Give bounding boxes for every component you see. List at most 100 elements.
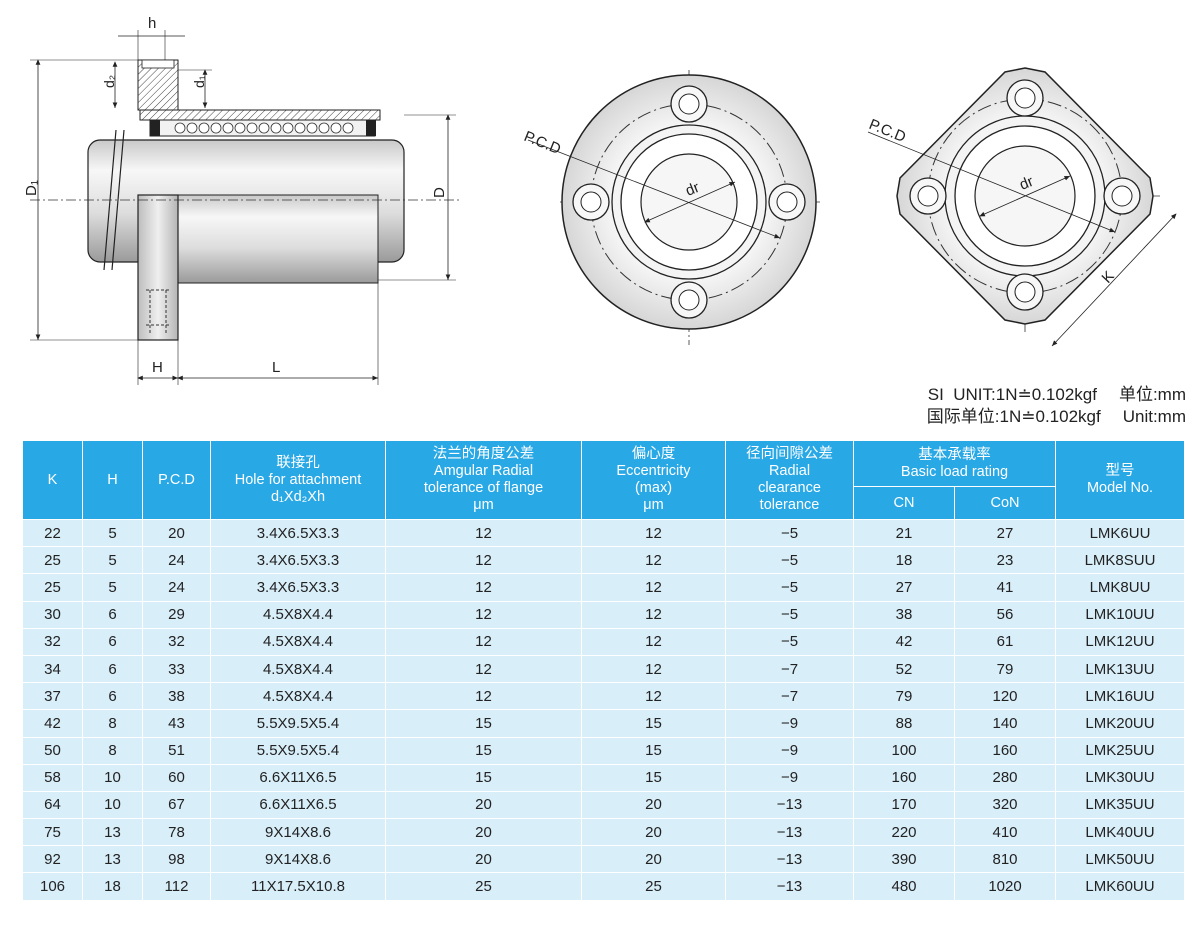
table-cell: LMK40UU — [1055, 818, 1186, 847]
table-cell: 50 — [22, 736, 83, 765]
table-cell: 21 — [853, 518, 955, 548]
table-cell: 6 — [82, 627, 143, 656]
table-cell: 15 — [385, 736, 582, 765]
table-cell: −7 — [725, 654, 854, 684]
label-D1: D₁ — [23, 180, 40, 196]
header-rad-en3: tolerance — [759, 497, 820, 513]
square-flange-view: P.C.D dr K — [867, 67, 1177, 347]
table-cell: 30 — [22, 600, 83, 629]
header-ang-unit: μm — [473, 497, 494, 513]
table-cell: −5 — [725, 518, 854, 548]
units-si: SI UNIT:1N≐0.102kgf — [927, 385, 1097, 404]
table-cell: 25 — [22, 573, 83, 602]
table-cell: −13 — [725, 845, 854, 874]
table-cell: 15 — [385, 763, 582, 792]
side-view: h d₂ d₁ D₁ D H L — [23, 15, 460, 385]
table-cell: 18 — [853, 546, 955, 575]
table-cell: 9X14X8.6 — [210, 818, 386, 847]
units-en: Unit:mm — [1122, 407, 1186, 426]
label-square-pcd: P.C.D — [867, 116, 909, 146]
table-cell: 8 — [82, 709, 143, 738]
table-cell: 15 — [581, 763, 726, 792]
table-cell: −13 — [725, 872, 854, 901]
header-load-en: Basic load rating — [900, 463, 1009, 480]
label-d2: d₂ — [101, 75, 117, 88]
table-cell: 12 — [581, 627, 726, 656]
table-cell: 38 — [142, 682, 211, 711]
table-cell: −9 — [725, 763, 854, 792]
table-cell: 23 — [953, 546, 1057, 575]
label-round-pcd: P.C.D — [522, 128, 564, 158]
table-cell: 58 — [22, 763, 83, 792]
table-cell: 106 — [22, 872, 83, 901]
spec-table-wrapper: K H P.C.D 联接孔 Hole for attachment d₁Xd₂X… — [22, 440, 1186, 901]
technical-drawings: h d₂ d₁ D₁ D H L P.C.D dr — [23, 15, 1177, 385]
table-cell: LMK12UU — [1055, 627, 1186, 656]
table-cell: 34 — [22, 654, 83, 684]
table-cell: LMK50UU — [1055, 845, 1186, 874]
table-cell: 5 — [82, 546, 143, 575]
table-cell: 61 — [953, 627, 1057, 656]
table-cell: 67 — [142, 790, 211, 820]
table-cell: 390 — [853, 845, 955, 874]
header-load: 基本承载率 Basic load rating — [852, 440, 1057, 487]
header-hole-cn: 联接孔 — [276, 454, 320, 471]
header-h: H — [82, 440, 143, 520]
table-cell: LMK25UU — [1055, 736, 1186, 765]
table-cell: −5 — [725, 600, 854, 629]
table-cell: 98 — [142, 845, 211, 874]
table-cell: 11X17.5X10.8 — [210, 872, 386, 901]
label-square-dr: dr — [1017, 173, 1036, 194]
table-cell: 42 — [22, 709, 83, 738]
table-cell: 3.4X6.5X3.3 — [210, 546, 386, 575]
table-cell: 100 — [853, 736, 955, 765]
table-cell: 5 — [82, 573, 143, 602]
label-H: H — [152, 359, 163, 376]
table-cell: 10 — [82, 763, 143, 792]
header-radial: 径向间隙公差 Radial clearance tolerance — [725, 440, 854, 520]
table-cell: 42 — [853, 627, 955, 656]
table-cell: LMK6UU — [1055, 518, 1186, 548]
label-square-K: K — [1098, 268, 1117, 287]
table-cell: 20 — [142, 518, 211, 548]
table-cell: LMK8SUU — [1055, 546, 1186, 575]
table-cell: 43 — [142, 709, 211, 738]
table-cell: 20 — [581, 845, 726, 874]
table-cell: 3.4X6.5X3.3 — [210, 518, 386, 548]
table-cell: LMK35UU — [1055, 790, 1186, 820]
label-round-dr: dr — [683, 179, 702, 200]
table-cell: −5 — [725, 573, 854, 602]
table-cell: 24 — [142, 573, 211, 602]
table-cell: 12 — [581, 654, 726, 684]
table-cell: 6 — [82, 682, 143, 711]
table-cell: 25 — [581, 872, 726, 901]
table-cell: 140 — [953, 709, 1057, 738]
table-cell: 3.4X6.5X3.3 — [210, 573, 386, 602]
table-cell: 12 — [581, 682, 726, 711]
table-cell: 75 — [22, 818, 83, 847]
table-cell: 15 — [581, 709, 726, 738]
header-hole-en: Hole for attachment — [234, 471, 362, 488]
table-cell: 20 — [385, 845, 582, 874]
header-cn: CN — [853, 486, 955, 520]
units-note: SI UNIT:1N≐0.102kgf 单位:mm 国际单位:1N≐0.102k… — [927, 384, 1186, 428]
table-cell: 10 — [82, 790, 143, 820]
header-rad-cn: 径向间隙公差 — [746, 446, 833, 462]
header-ecc-en2: (max) — [634, 480, 673, 496]
table-cell: 32 — [142, 627, 211, 656]
header-con: CoN — [953, 486, 1057, 520]
table-cell: 6 — [82, 600, 143, 629]
table-cell: 41 — [953, 573, 1057, 602]
header-ang-cn: 法兰的角度公差 — [432, 446, 535, 462]
table-cell: 4.5X8X4.4 — [210, 654, 386, 684]
table-cell: LMK8UU — [1055, 573, 1186, 602]
